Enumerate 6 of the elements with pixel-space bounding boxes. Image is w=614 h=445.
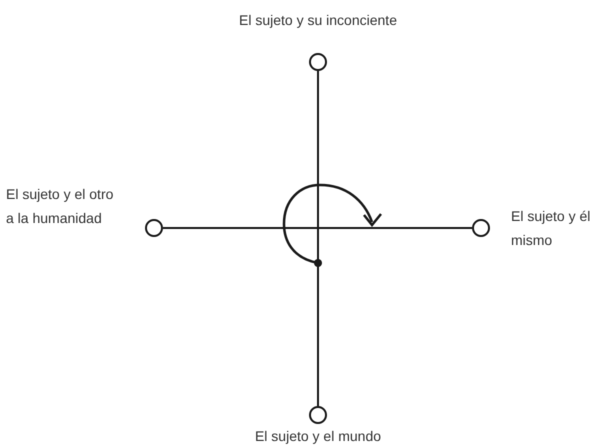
axis-label: El sujeto y el otro a la humanidad	[6, 186, 114, 226]
connector-line	[317, 71, 319, 406]
axis-label: El sujeto y él mismo	[511, 208, 590, 248]
connector-line	[163, 227, 472, 229]
axis-label: El sujeto y el mundo	[254, 428, 382, 444]
axis-label: El sujeto y su inconciente	[239, 12, 397, 28]
